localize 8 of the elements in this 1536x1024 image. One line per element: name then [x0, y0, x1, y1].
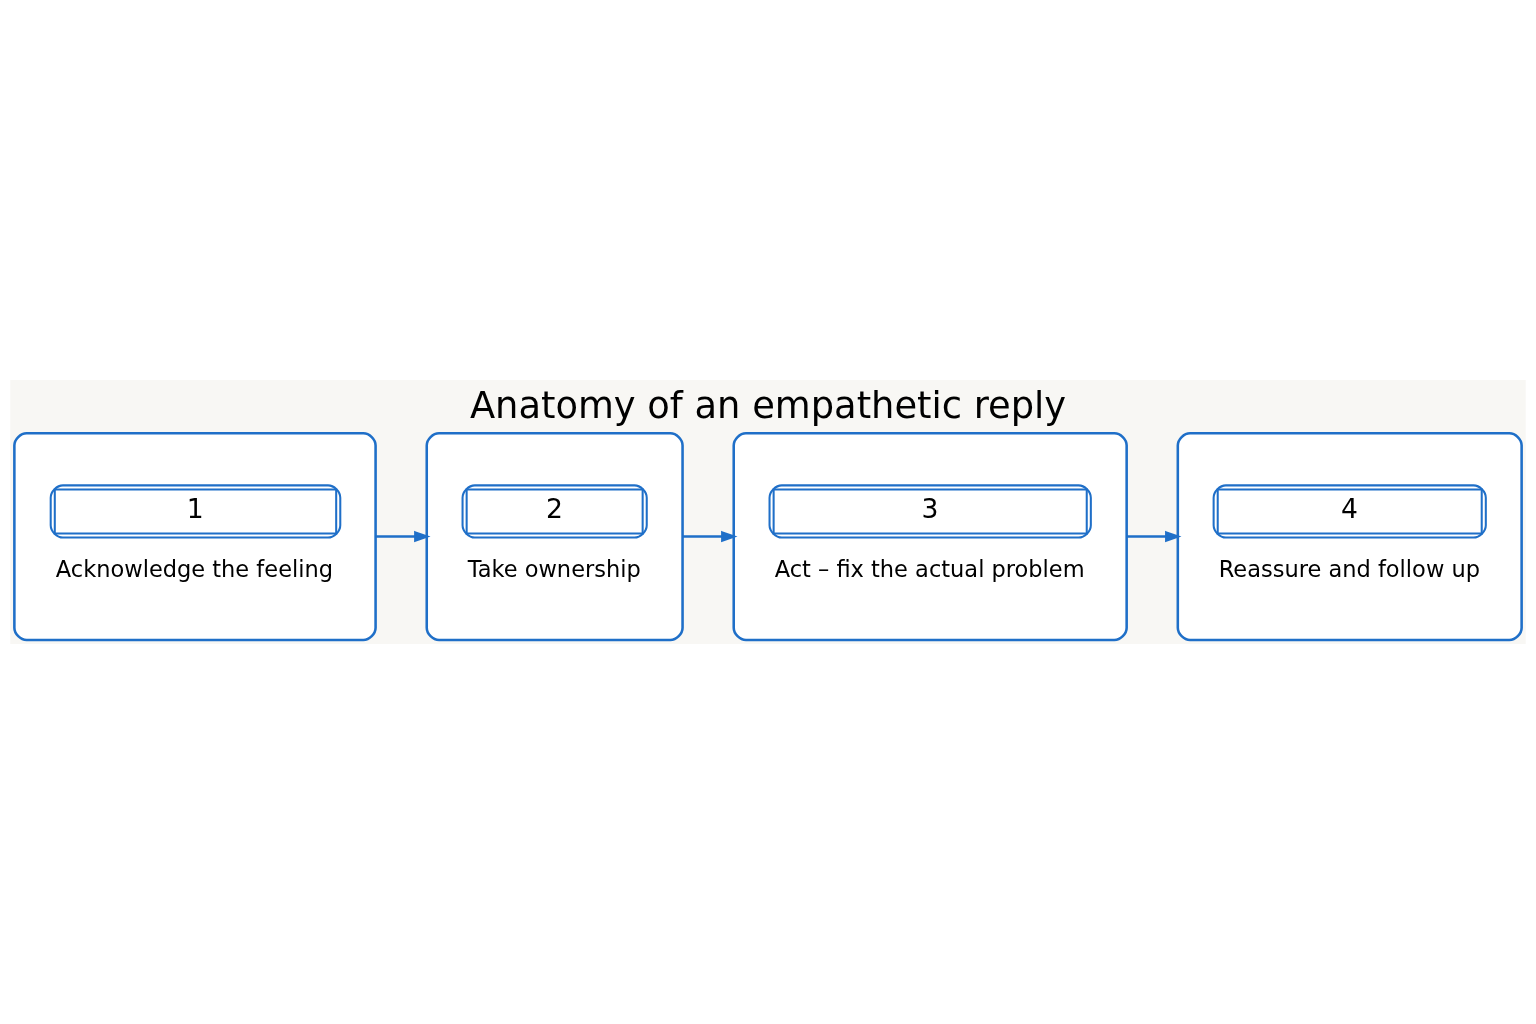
arrow	[682, 530, 738, 543]
node-box: 3 Act – fix the actual problem	[732, 431, 1128, 642]
node-box: 2 Take ownership	[425, 431, 684, 642]
diagram-title: Anatomy of an empathetic reply	[469, 383, 1067, 427]
node-box: 4 Reassure and follow up	[1176, 431, 1523, 642]
node-box: 1 Acknowledge the feeling	[13, 431, 377, 642]
arrow	[1126, 530, 1182, 543]
arrow	[375, 530, 431, 543]
